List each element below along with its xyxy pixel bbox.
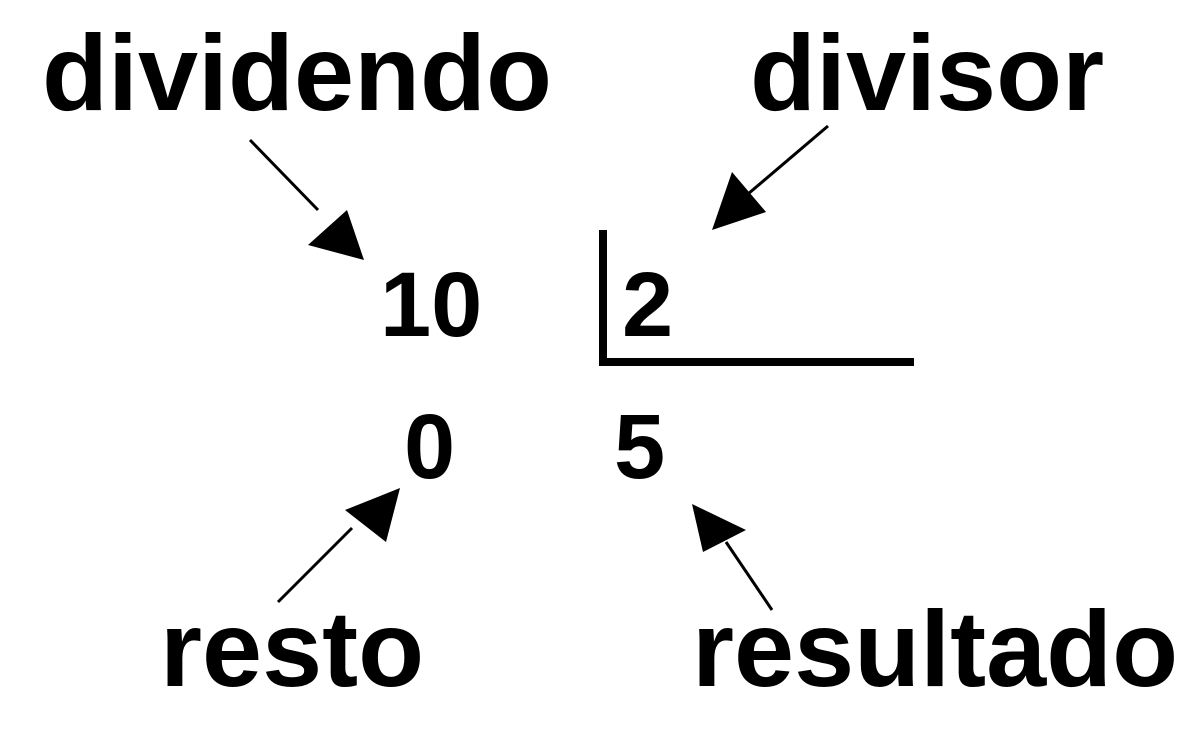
division-bracket — [599, 230, 914, 366]
divisor-label: divisor — [750, 12, 1104, 133]
dividend-value: 10 — [380, 254, 482, 356]
quotient-label: resultado — [692, 588, 1178, 709]
quotient-arrow — [692, 504, 774, 611]
remainder-value: 0 — [404, 396, 455, 498]
dividend-label: dividendo — [42, 12, 552, 133]
remainder-arrow — [276, 488, 400, 604]
divisor-value: 2 — [622, 254, 673, 356]
quotient-value: 5 — [614, 396, 665, 498]
remainder-label: resto — [160, 588, 424, 709]
dividend-arrow — [248, 138, 364, 260]
divisor-arrow — [712, 124, 829, 230]
